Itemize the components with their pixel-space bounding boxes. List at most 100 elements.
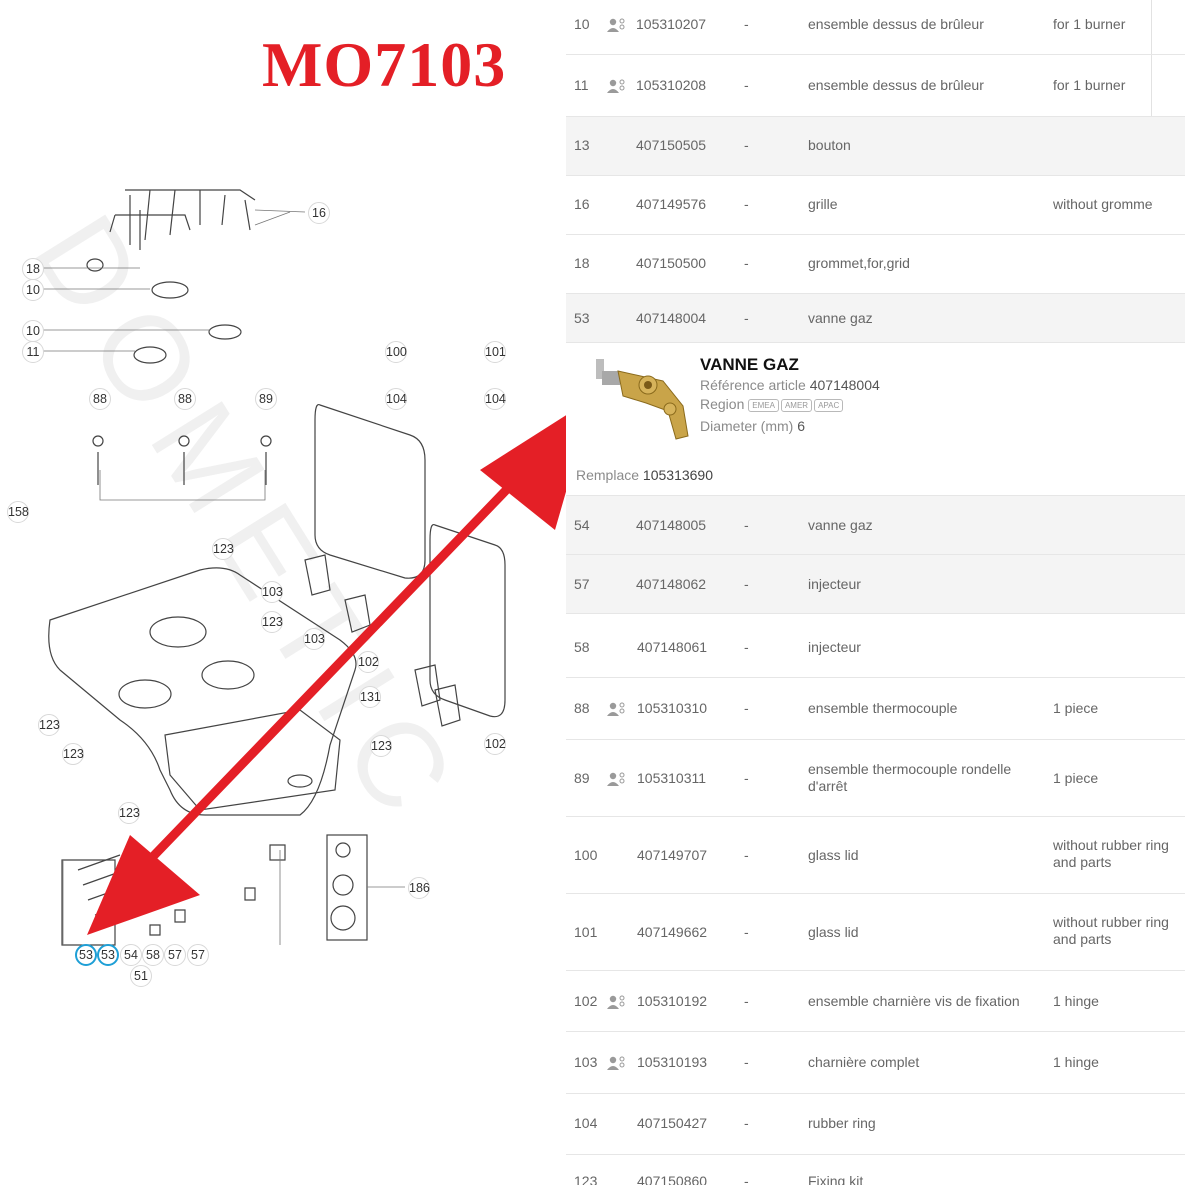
note-cell: without rubber ring and parts	[1053, 837, 1169, 870]
table-row[interactable]: 58 407148061 - injecteur	[566, 614, 1185, 678]
gas-valve-bank	[61, 854, 136, 946]
reference-cell[interactable]: 407150860	[637, 1173, 708, 1185]
kit-icon	[607, 702, 625, 716]
position-cell: 103	[574, 1054, 598, 1070]
table-row[interactable]: 101 407149662 - glass lid without rubber…	[566, 894, 1185, 971]
table-row[interactable]: 57 407148062 - injecteur	[566, 555, 1185, 614]
callout-label-highlighted[interactable]: 53	[97, 944, 119, 966]
kit-icon	[607, 1056, 625, 1070]
reference-cell[interactable]: 105310311	[637, 770, 707, 786]
reference-cell[interactable]: 407150505	[636, 137, 707, 153]
reference-cell[interactable]: 407148061	[637, 639, 708, 655]
hinge-part	[304, 554, 331, 596]
note-cell: 1 hinge	[1053, 993, 1099, 1009]
reference-cell[interactable]: 407150427	[637, 1115, 708, 1131]
note-cell: without rubber ring and parts	[1053, 914, 1169, 947]
callout-label[interactable]: 88	[89, 388, 111, 410]
table-row[interactable]: 102 105310192 - ensemble charnière vis d…	[566, 971, 1185, 1032]
table-row[interactable]: 18 407150500 - grommet,for,grid	[566, 235, 1185, 294]
table-row[interactable]: 10 105310207 - ensemble dessus de brûleu…	[566, 0, 1185, 55]
table-row[interactable]: 54 407148005 - vanne gaz	[566, 496, 1185, 555]
dash-cell: -	[744, 517, 749, 533]
position-cell: 123	[574, 1173, 598, 1185]
region-badge: APAC	[814, 398, 844, 412]
callout-label[interactable]: 131	[359, 686, 381, 708]
callout-label[interactable]: 123	[38, 714, 60, 736]
description-cell: ensemble thermocouple rondelle d'arrêt	[808, 761, 1012, 794]
detail-reference: Référence article 407148004	[700, 377, 880, 393]
reference-cell[interactable]: 407149576	[636, 196, 707, 212]
table-row[interactable]: 123 407150860 - Fixing kit	[566, 1155, 1185, 1185]
callout-label[interactable]: 89	[255, 388, 277, 410]
diameter-label: Diameter (mm)	[700, 418, 794, 434]
callout-label[interactable]: 158	[7, 501, 29, 523]
reference-cell[interactable]: 407148005	[636, 517, 707, 533]
callout-label[interactable]: 103	[303, 628, 325, 650]
callout-label[interactable]: 103	[261, 581, 283, 603]
reference-cell[interactable]: 407149707	[637, 847, 708, 863]
callout-label[interactable]: 16	[308, 202, 330, 224]
reference-cell[interactable]: 105310310	[637, 700, 708, 716]
table-row[interactable]: 16 407149576 - grille without grommets	[566, 176, 1185, 235]
table-row[interactable]: 104 407150427 - rubber ring	[566, 1094, 1185, 1155]
table-row[interactable]: 100 407149707 - glass lid without rubber…	[566, 817, 1185, 894]
reference-cell[interactable]: 105310192	[637, 993, 708, 1009]
table-row[interactable]: 11 105310208 - ensemble dessus de brûleu…	[566, 55, 1185, 117]
dash-cell: -	[744, 16, 749, 32]
reference-cell[interactable]: 105310193	[637, 1054, 708, 1070]
callout-label-highlighted[interactable]: 53	[75, 944, 97, 966]
callout-label[interactable]: 186	[408, 877, 430, 899]
description-cell: glass lid	[808, 924, 859, 940]
model-title: MO7103	[262, 29, 507, 100]
callout-label[interactable]: 18	[22, 258, 44, 280]
callout-label[interactable]: 123	[212, 538, 234, 560]
table-row[interactable]: 89 105310311 - ensemble thermocouple ron…	[566, 740, 1185, 817]
table-row-selected[interactable]: 53 407148004 - vanne gaz	[566, 294, 1185, 343]
note-cell: without grommets	[1053, 196, 1153, 212]
position-cell: 101	[574, 924, 598, 940]
callout-label[interactable]: 104	[385, 388, 407, 410]
dash-cell: -	[744, 847, 749, 863]
callout-label[interactable]: 58	[142, 944, 164, 966]
description-cell: charnière complet	[808, 1054, 920, 1070]
callout-label[interactable]: 123	[118, 802, 140, 824]
callout-label[interactable]: 123	[261, 611, 283, 633]
dash-cell: -	[744, 255, 749, 271]
reference-cell[interactable]: 407148062	[636, 576, 707, 592]
grid-part	[109, 189, 256, 250]
description-cell: ensemble thermocouple	[808, 700, 958, 716]
dash-cell: -	[744, 924, 749, 940]
callout-label[interactable]: 10	[22, 320, 44, 342]
reference-cell[interactable]: 407148004	[636, 310, 707, 326]
callout-label[interactable]: 57	[187, 944, 209, 966]
drain-part	[326, 834, 368, 941]
reference-cell[interactable]: 407149662	[637, 924, 708, 940]
position-cell: 89	[574, 770, 590, 786]
table-row[interactable]: 13 407150505 - bouton	[566, 117, 1185, 176]
callout-label[interactable]: 88	[174, 388, 196, 410]
callout-label[interactable]: 51	[130, 965, 152, 987]
table-row[interactable]: 103 105310193 - charnière complet 1 hing…	[566, 1032, 1185, 1094]
reference-cell[interactable]: 105310208	[636, 77, 707, 93]
replaces-value[interactable]: 105313690	[642, 467, 713, 483]
callout-label[interactable]: 102	[484, 733, 506, 755]
callout-label[interactable]: 104	[484, 388, 506, 410]
position-cell: 13	[574, 137, 590, 153]
callout-label[interactable]: 57	[164, 944, 186, 966]
callout-label[interactable]: 101	[484, 341, 506, 363]
callout-label[interactable]: 100	[385, 341, 407, 363]
position-cell: 53	[574, 310, 590, 326]
detail-title: VANNE GAZ	[700, 355, 799, 374]
callout-label[interactable]: 54	[120, 944, 142, 966]
description-cell: ensemble dessus de brûleur	[808, 16, 984, 32]
callout-label[interactable]: 123	[62, 743, 84, 765]
callout-label[interactable]: 11	[22, 341, 44, 363]
region-badge: EMEA	[748, 398, 779, 412]
reference-cell[interactable]: 105310207	[636, 16, 707, 32]
dash-cell: -	[744, 77, 749, 93]
callout-label[interactable]: 123	[370, 735, 392, 757]
callout-label[interactable]: 10	[22, 279, 44, 301]
table-row[interactable]: 88 105310310 - ensemble thermocouple 1 p…	[566, 678, 1185, 740]
callout-label[interactable]: 102	[357, 651, 379, 673]
reference-cell[interactable]: 407150500	[636, 255, 707, 271]
